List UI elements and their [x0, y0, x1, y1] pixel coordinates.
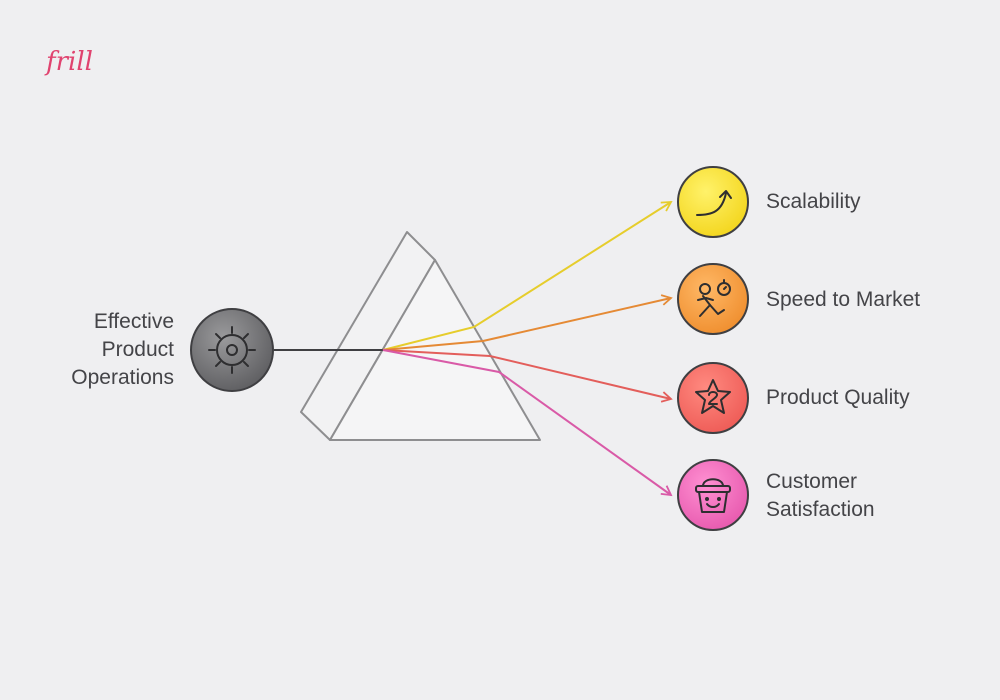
label-speed-to-market: Speed to Market: [766, 286, 920, 314]
label-scalability: Scalability: [766, 188, 861, 216]
frill-logo: frill: [44, 47, 93, 77]
logo-text: frill: [44, 47, 93, 77]
input-label-line: Effective: [93, 310, 174, 333]
growth-arrow-icon: [696, 190, 732, 216]
input-label: Effective Product Operations: [4, 308, 174, 392]
input-label-line: Operations: [71, 366, 174, 389]
label-line: Satisfaction: [766, 498, 875, 521]
gear-icon: [208, 326, 256, 374]
ray-scalability: [382, 201, 673, 351]
input-label-line: Product: [101, 338, 174, 361]
label-line: Product Quality: [766, 386, 910, 409]
label-product-quality: Product Quality: [766, 384, 910, 412]
output-node-speed-to-market: [677, 263, 749, 335]
star-badge-icon: [695, 379, 731, 414]
label-customer-satisfaction: Customer Satisfaction: [766, 468, 875, 524]
input-node: [190, 308, 274, 392]
label-line: Scalability: [766, 190, 861, 213]
output-node-customer-satisfaction: [677, 459, 749, 531]
label-line: Speed to Market: [766, 288, 921, 311]
smiling-basket-icon: [695, 478, 731, 513]
ray-customer-satisfaction: [382, 349, 673, 497]
output-node-product-quality: [677, 362, 749, 434]
running-stopwatch-icon: [697, 279, 731, 317]
ray-product-quality: [382, 349, 673, 403]
output-rays: [382, 201, 673, 497]
output-node-scalability: [677, 166, 749, 238]
label-line: Customer: [766, 470, 858, 493]
ray-speed-to-market: [382, 294, 673, 351]
